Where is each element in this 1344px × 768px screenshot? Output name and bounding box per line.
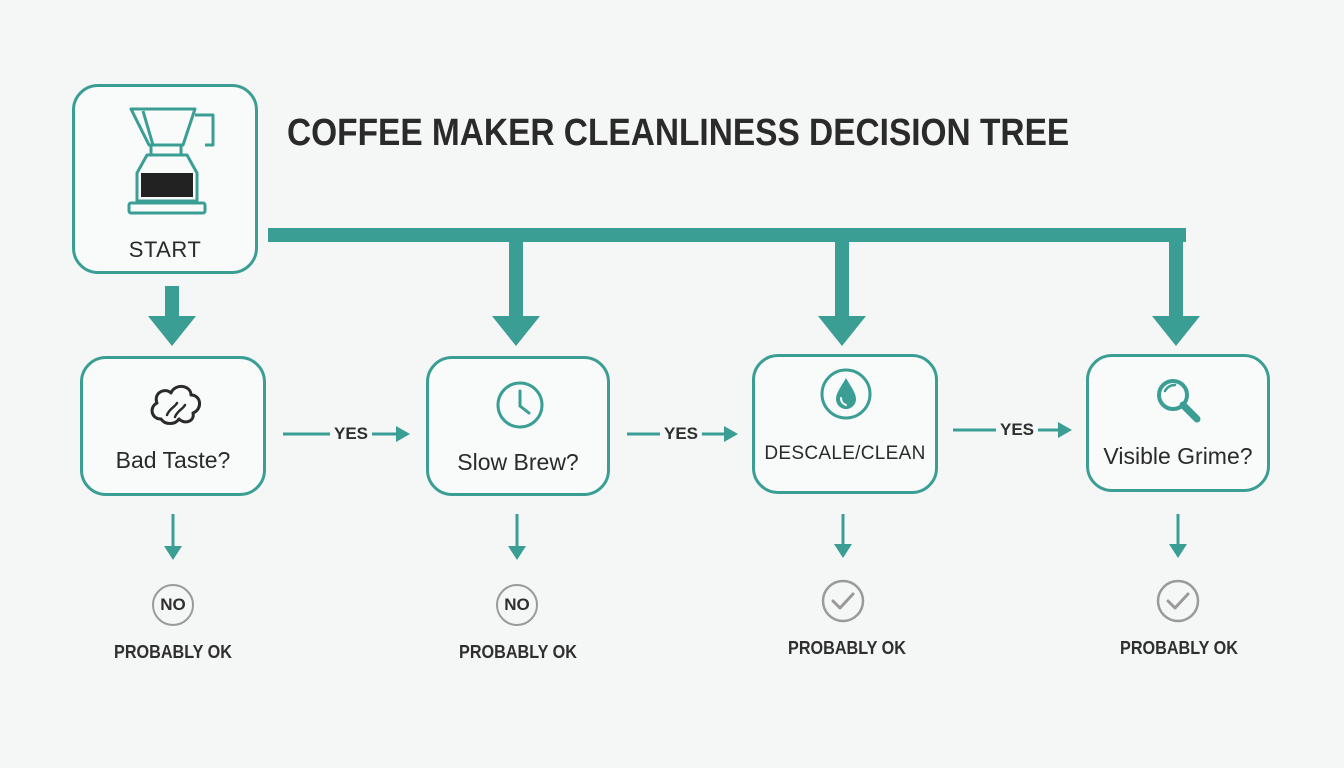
water-drop-icon (820, 368, 872, 420)
yes-label-3: YES (996, 420, 1039, 440)
no-badge: NO (496, 584, 538, 626)
result-text-1: PROBABLY OK (114, 642, 232, 662)
result-text-3: PROBABLY OK (788, 638, 906, 658)
start-arrow (148, 316, 196, 346)
coffee-maker-icon (127, 107, 215, 215)
yes-arrow-1 (396, 426, 410, 442)
node-label-slow-brew: Slow Brew? (457, 449, 579, 475)
node-label-bad-taste: Bad Taste? (115, 447, 231, 473)
bus-arrow-1 (492, 316, 540, 346)
no-badge: NO (152, 584, 194, 626)
bus-drop-1 (509, 240, 523, 318)
bus-arrow-2 (818, 316, 866, 346)
yes-arrow-3 (1058, 422, 1072, 438)
magnifier-icon (1157, 379, 1201, 423)
result-arrow-1 (164, 546, 182, 560)
start-node: START (72, 84, 258, 274)
result-text-2: PROBABLY OK (459, 642, 577, 662)
result-arrow-2 (508, 546, 526, 560)
start-label: START (128, 237, 202, 262)
node-descale-clean: DESCALE/CLEAN (752, 354, 938, 494)
bus-drop-3 (1169, 240, 1183, 318)
yes-label-1: YES (330, 424, 373, 444)
start-drop (165, 286, 179, 318)
node-bad-taste: Bad Taste? (80, 356, 266, 496)
yes-arrow-2 (724, 426, 738, 442)
node-label-descale-clean: DESCALE/CLEAN (764, 443, 926, 464)
result-text-4: PROBABLY OK (1120, 638, 1238, 658)
clock-icon (496, 381, 544, 429)
diagram-title: COFFEE MAKER CLEANLINESS DECISION TREE (287, 112, 1070, 154)
cloud-taste-icon (150, 385, 201, 425)
result-arrow-3 (834, 544, 852, 558)
node-slow-brew: Slow Brew? (426, 356, 610, 496)
yes-label-2: YES (660, 424, 703, 444)
bus-line (268, 228, 1186, 242)
check-circle-icon (821, 579, 865, 623)
bus-drop-2 (835, 240, 849, 318)
check-circle-icon (1156, 579, 1200, 623)
node-label-visible-grime: Visible Grime? (1103, 443, 1253, 469)
result-arrow-4 (1169, 544, 1187, 558)
node-visible-grime: Visible Grime? (1086, 354, 1270, 492)
bus-arrow-3 (1152, 316, 1200, 346)
